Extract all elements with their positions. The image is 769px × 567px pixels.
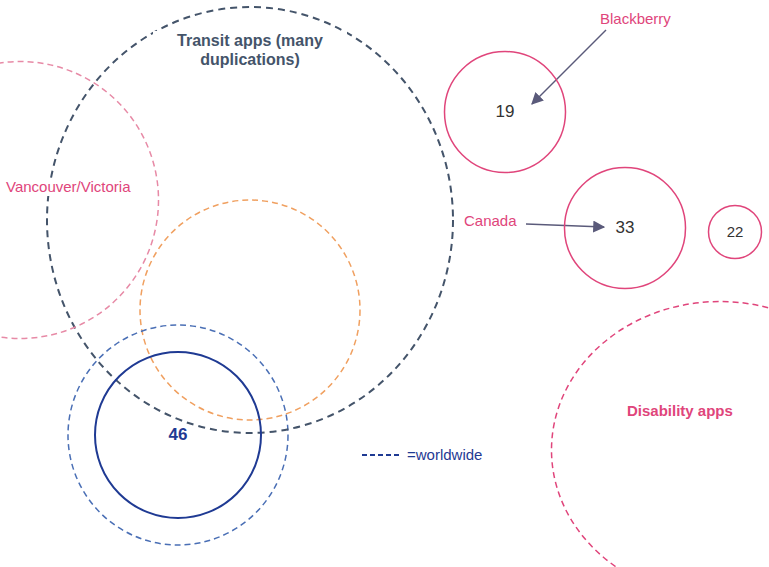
text-holder: 19	[494, 102, 517, 122]
node-text: Vancouver/Victoria	[4, 178, 133, 196]
orange-region	[140, 200, 360, 420]
node-text: 22	[725, 223, 746, 241]
legend-sample	[360, 449, 404, 461]
shape-outline	[0, 60, 160, 340]
outline	[445, 52, 566, 173]
outline	[0, 62, 159, 339]
outline	[552, 302, 769, 567]
legend-entry: =worldwide	[360, 446, 482, 463]
blue-region	[68, 325, 288, 545]
dashed-sample	[362, 454, 400, 456]
text-holder: 33	[614, 218, 637, 238]
transit-region: Transit apps (many duplications)	[45, 5, 455, 435]
node-text: 46	[167, 425, 190, 445]
region-label: Canada	[462, 212, 519, 230]
outline	[709, 206, 762, 259]
leader-arrow	[532, 30, 606, 104]
outline	[95, 352, 261, 518]
outline	[565, 168, 686, 289]
count-circle: 19	[443, 50, 567, 174]
count-circle: 33	[563, 166, 687, 290]
text-holder: 22	[725, 223, 746, 241]
text-holder: Transit apps (many duplications)	[153, 31, 347, 69]
node-text: 33	[614, 218, 637, 238]
node-text: Transit apps (many duplications)	[153, 31, 347, 69]
node-text: Disability apps	[625, 402, 735, 420]
text-holder: Disability apps	[625, 402, 735, 420]
shape-outline	[45, 5, 455, 435]
count-circle: 46	[93, 350, 263, 520]
legend-text: =worldwide	[407, 446, 482, 463]
shape-outline	[550, 300, 769, 567]
city-region: Vancouver/Victoria	[0, 60, 160, 340]
outline	[47, 7, 453, 433]
disability-region: Disability apps	[550, 300, 769, 567]
region-label: Blackberry	[598, 10, 673, 28]
node-text: 19	[494, 102, 517, 122]
count-circle: 22	[707, 204, 763, 260]
text-holder: 46	[167, 425, 190, 445]
leader-lines	[526, 30, 606, 227]
text-holder: Vancouver/Victoria	[4, 178, 133, 196]
